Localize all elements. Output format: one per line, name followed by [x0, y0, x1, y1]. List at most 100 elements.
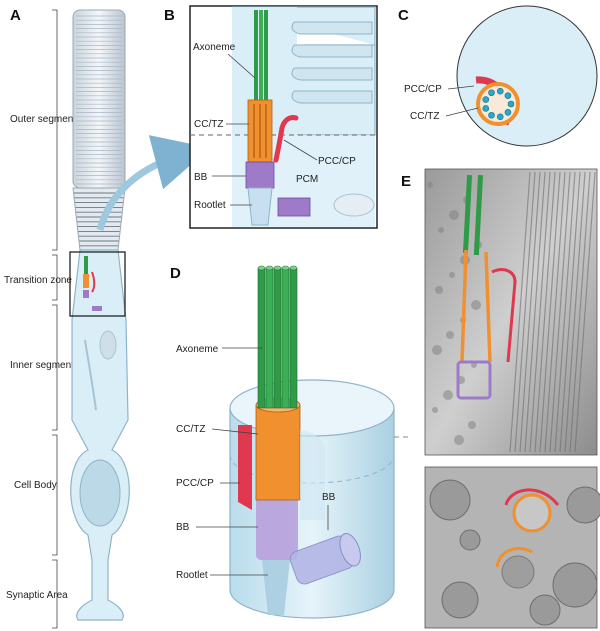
em-cell — [552, 562, 598, 608]
em-cc-ring-1 — [512, 493, 552, 533]
em-speck — [468, 421, 476, 429]
em-stripe — [554, 171, 576, 453]
label-b-axoneme: Axoneme — [193, 42, 236, 53]
inner-segment-body — [70, 249, 130, 621]
em-pcc — [491, 268, 517, 363]
mini-cc — [83, 274, 89, 288]
em-texture-bottom — [429, 479, 600, 626]
em-cell-2 — [501, 555, 535, 589]
em-axoneme-2 — [473, 174, 484, 256]
zoom-arrow — [96, 135, 211, 231]
membrane-front-d — [300, 430, 325, 520]
label-c-pcccp: PCC/CP — [404, 84, 442, 95]
label-d-axoneme: Axoneme — [176, 344, 219, 355]
panel-d-letter: D — [170, 265, 181, 282]
cc-tz-d — [255, 404, 301, 501]
label-b-pcm: PCM — [296, 174, 318, 185]
em-cc-right — [484, 251, 492, 363]
em-speck — [427, 182, 433, 188]
axoneme-b-1 — [254, 10, 258, 102]
mini-axoneme — [84, 256, 88, 274]
em-stripe — [559, 171, 581, 453]
panel-a: A Outer segment Transition zone Inner se… — [4, 7, 211, 629]
doublet — [504, 92, 512, 99]
label-d-cctz: CC/TZ — [176, 424, 205, 435]
cylinder-top — [229, 379, 395, 437]
leader-b-axoneme — [227, 53, 256, 79]
mitochondrion-icon — [99, 330, 117, 360]
cross-section-circle — [456, 5, 598, 147]
label-inner-segment: Inner segment — [10, 360, 74, 371]
leader-c-cctz — [445, 107, 479, 117]
em-bb — [456, 360, 492, 400]
panel-c: C PCC/CP CC/TZ — [398, 5, 598, 147]
doublet — [482, 105, 490, 112]
em-stripe — [524, 171, 546, 453]
disc-b — [291, 90, 373, 104]
label-outer-segment: Outer segment — [10, 114, 76, 125]
axoneme-b-3 — [264, 10, 268, 102]
panel-b-discs — [291, 21, 373, 104]
label-b-pcccp: PCC/CP — [318, 156, 356, 167]
em-speck — [449, 210, 459, 220]
em-stripe — [539, 171, 561, 453]
mini-pcc — [91, 271, 96, 293]
em-stripe — [574, 171, 596, 453]
em-speck — [432, 407, 438, 413]
em-texture-top — [427, 171, 596, 453]
em-cc-arc-2 — [495, 547, 533, 568]
em-stripe — [509, 171, 531, 453]
label-cell-body: Cell Body — [14, 480, 57, 491]
em-pcc-arc — [504, 488, 560, 506]
label-b-rootlet: Rootlet — [194, 200, 226, 211]
disc-b — [291, 21, 373, 35]
em-stripe — [549, 171, 571, 453]
em-cell — [459, 529, 481, 551]
em-cell — [529, 594, 561, 626]
em-speck — [454, 435, 464, 445]
microtubule-doublets — [482, 87, 515, 121]
em-stripe — [514, 171, 536, 453]
mini-rootlet — [92, 306, 102, 311]
axoneme-tube-top — [257, 265, 266, 271]
rootlet-d — [262, 560, 290, 615]
em-cell — [429, 479, 471, 521]
axoneme-tube — [257, 267, 266, 409]
em-speck — [432, 345, 442, 355]
label-d-rootlet: Rootlet — [176, 570, 208, 581]
axoneme-tube-top — [289, 265, 298, 271]
axoneme-b-2 — [259, 10, 263, 102]
panel-c-letter: C — [398, 7, 409, 24]
bracket-synaptic-area — [52, 559, 58, 629]
axoneme-tube — [281, 267, 290, 409]
disc-b — [291, 44, 373, 58]
em-cell — [566, 486, 600, 524]
panel-d: D Axoneme CC/TZ PCC/CP BB BB — [170, 265, 410, 619]
label-c-cctz: CC/TZ — [410, 111, 439, 122]
axoneme-tube-top — [265, 265, 274, 271]
bracket-transition-zone — [52, 254, 58, 301]
label-synaptic-area: Synaptic Area — [6, 590, 68, 601]
panel-b-letter: B — [164, 7, 175, 24]
em-stripe — [519, 171, 541, 453]
axoneme-tube-top — [281, 265, 290, 271]
label-d-bb2: BB — [322, 492, 336, 503]
leader-c-pcccp — [447, 85, 475, 90]
em-speck — [438, 227, 444, 233]
mitochondrion-b-icon — [333, 193, 375, 217]
bb-b — [245, 161, 275, 189]
label-d-pcccp: PCC/CP — [176, 478, 214, 489]
mini-bb — [83, 290, 89, 298]
panel-e: E — [401, 168, 600, 629]
nucleus — [79, 459, 121, 527]
em-speck — [471, 300, 481, 310]
leader-d-cctz — [211, 428, 259, 435]
bb-b-side — [277, 197, 311, 217]
em-speck — [446, 331, 454, 339]
bb-side-d — [289, 532, 361, 585]
em-stripe — [534, 171, 556, 453]
doublet — [488, 111, 495, 119]
disc-lines — [76, 15, 122, 185]
bracket-outer-segment — [52, 9, 58, 251]
